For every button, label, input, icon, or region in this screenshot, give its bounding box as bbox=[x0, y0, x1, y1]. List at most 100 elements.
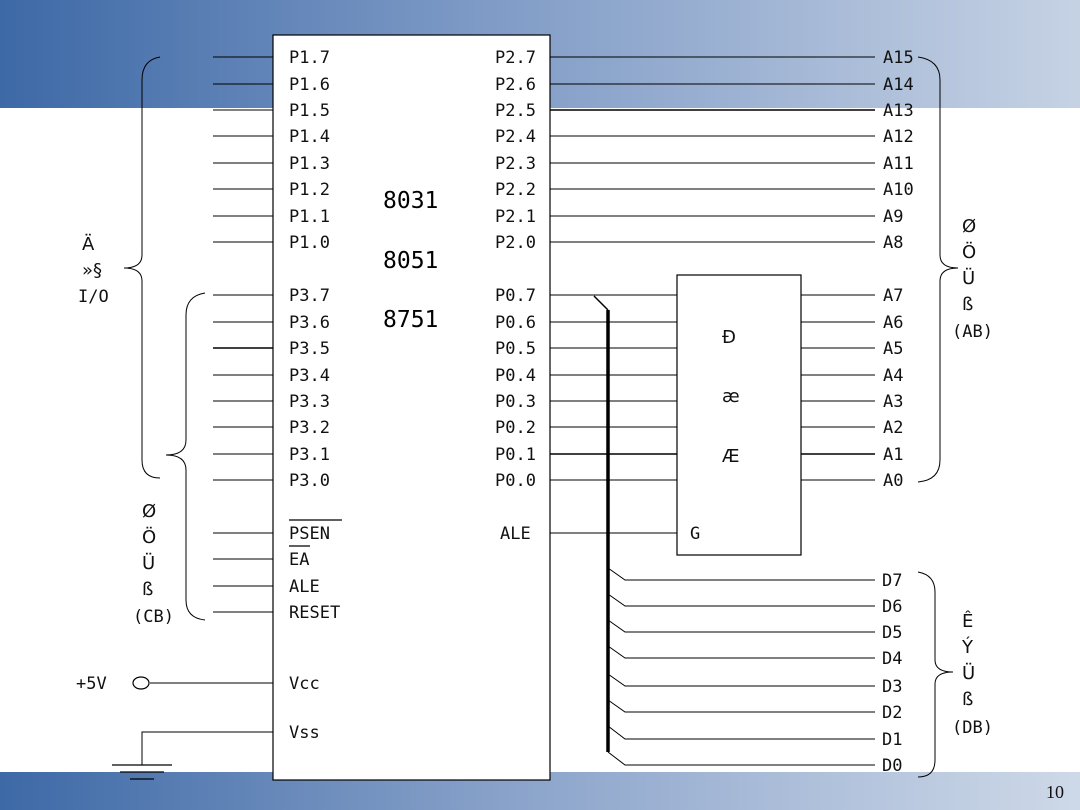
pin-label: P1.1 bbox=[289, 207, 330, 227]
pin-label: P0.2 bbox=[495, 418, 536, 438]
svg-text:ß: ß bbox=[142, 579, 153, 600]
lead-vss bbox=[141, 731, 273, 765]
pin-label: P3.2 bbox=[289, 418, 330, 438]
data-label: D2 bbox=[882, 703, 902, 723]
latch-output-lines bbox=[801, 294, 875, 481]
power-label: +5V bbox=[76, 674, 107, 694]
addr-label: A3 bbox=[883, 392, 903, 412]
addr-label: A13 bbox=[883, 101, 914, 121]
brace-cb bbox=[165, 292, 206, 621]
svg-text:I/O: I/O bbox=[78, 287, 109, 307]
latch-gate-label: G bbox=[690, 524, 700, 544]
pin-label: P3.5 bbox=[289, 339, 330, 359]
latch-label-line2: æ bbox=[722, 386, 740, 407]
ab-group-label: Ø Ö Ü ß (AB) bbox=[952, 216, 993, 342]
addr-label: A8 bbox=[883, 233, 903, 253]
pin-label: P0.3 bbox=[495, 392, 536, 412]
pin-label: P0.7 bbox=[495, 286, 536, 306]
pin-label: P3.3 bbox=[289, 392, 330, 412]
svg-text:Ü: Ü bbox=[142, 552, 155, 574]
svg-text:Ü: Ü bbox=[962, 662, 975, 684]
pin-label: P0.6 bbox=[495, 313, 536, 333]
latch-box bbox=[676, 274, 802, 556]
pin-label: P2.2 bbox=[495, 180, 536, 200]
svg-text:Ý: Ý bbox=[961, 636, 974, 658]
addr-label: A9 bbox=[883, 207, 903, 227]
pin-label: P2.7 bbox=[495, 48, 536, 68]
pin-label: P0.5 bbox=[495, 339, 536, 359]
pin-label: P2.6 bbox=[495, 75, 536, 95]
pin-label: P3.7 bbox=[289, 286, 330, 306]
data-bus bbox=[593, 295, 875, 766]
svg-text:Ø: Ø bbox=[962, 216, 976, 237]
pin-label: P3.4 bbox=[289, 366, 330, 386]
brace-ab bbox=[917, 56, 959, 483]
addr-label: A10 bbox=[883, 180, 914, 200]
addr-label: A15 bbox=[883, 48, 914, 68]
data-label: D7 bbox=[882, 571, 902, 591]
pin-label: P2.0 bbox=[495, 233, 536, 253]
svg-text:(CB): (CB) bbox=[133, 607, 174, 627]
cb-group-label: Ø Ö Ü ß (CB) bbox=[133, 501, 174, 627]
addr-label: A2 bbox=[883, 418, 903, 438]
addr-label: A7 bbox=[883, 286, 903, 306]
pin-label: P0.0 bbox=[495, 471, 536, 491]
chip-name-8031: 8031 bbox=[383, 188, 438, 214]
chip-name-8051: 8051 bbox=[383, 248, 438, 274]
pin-label-vss: Vss bbox=[289, 723, 320, 743]
address-bus-labels: A15 A14 A13 A12 A11 A10 A9 A8 A7 A6 A5 A… bbox=[883, 48, 914, 491]
pin-label: P2.1 bbox=[495, 207, 536, 227]
chip-body bbox=[272, 34, 551, 781]
data-label: D4 bbox=[882, 649, 902, 669]
brace-io bbox=[123, 56, 161, 479]
pin-label: P1.3 bbox=[289, 154, 330, 174]
pin-label: P1.6 bbox=[289, 75, 330, 95]
pin-label-ale-right: ALE bbox=[500, 524, 531, 544]
pin-label: P3.1 bbox=[289, 445, 330, 465]
pin-label: P1.2 bbox=[289, 180, 330, 200]
data-label: D3 bbox=[882, 677, 902, 697]
data-label: D6 bbox=[882, 597, 902, 617]
chip-name-8751: 8751 bbox=[383, 307, 438, 333]
pin-label: P1.4 bbox=[289, 127, 330, 147]
pin-label-vcc: Vcc bbox=[289, 674, 320, 694]
db-group-label: Ê Ý Ü ß (DB) bbox=[952, 610, 993, 738]
pin-label-ale: ALE bbox=[289, 577, 320, 597]
latch-label-line3: Æ bbox=[722, 446, 740, 467]
svg-text:(DB): (DB) bbox=[952, 718, 993, 738]
latch-label-line1: Ð bbox=[722, 327, 736, 348]
svg-text:Ö: Ö bbox=[142, 526, 156, 548]
addr-label: A5 bbox=[883, 339, 903, 359]
pin-label: P1.5 bbox=[289, 101, 330, 121]
svg-text:Ä: Ä bbox=[82, 234, 95, 255]
svg-text:(AB): (AB) bbox=[952, 322, 993, 342]
left-pin-leads bbox=[141, 56, 273, 765]
data-label: D0 bbox=[882, 756, 902, 776]
addr-label: A1 bbox=[883, 445, 903, 465]
svg-text:Ø: Ø bbox=[142, 501, 156, 522]
addr-label: A4 bbox=[883, 366, 903, 386]
braces bbox=[123, 56, 959, 778]
svg-text:Ü: Ü bbox=[962, 267, 975, 289]
svg-text:ß: ß bbox=[962, 689, 973, 710]
addr-label: A12 bbox=[883, 127, 914, 147]
pin-label: P0.4 bbox=[495, 366, 536, 386]
pin-label-psen: PSEN bbox=[289, 524, 330, 544]
addr-label: A14 bbox=[883, 75, 914, 95]
addr-label: A0 bbox=[883, 471, 903, 491]
p2-address-lines bbox=[550, 56, 875, 243]
pin-label: P1.7 bbox=[289, 48, 330, 68]
pin-label: P2.3 bbox=[495, 154, 536, 174]
svg-text:Ê: Ê bbox=[962, 610, 973, 632]
page-number: 10 bbox=[1046, 782, 1064, 802]
pin-label-reset: RESET bbox=[289, 603, 340, 623]
left-pin-labels: P1.7 P1.6 P1.5 P1.4 P1.3 P1.2 P1.1 P1.0 … bbox=[289, 48, 342, 743]
addr-label: A6 bbox=[883, 313, 903, 333]
svg-text:ß: ß bbox=[962, 294, 973, 315]
pin-label: P1.0 bbox=[289, 233, 330, 253]
pin-label-ea: EA bbox=[289, 550, 309, 570]
ground-symbol bbox=[112, 764, 172, 780]
addr-label: A11 bbox=[883, 154, 914, 174]
data-label: D1 bbox=[882, 730, 902, 750]
